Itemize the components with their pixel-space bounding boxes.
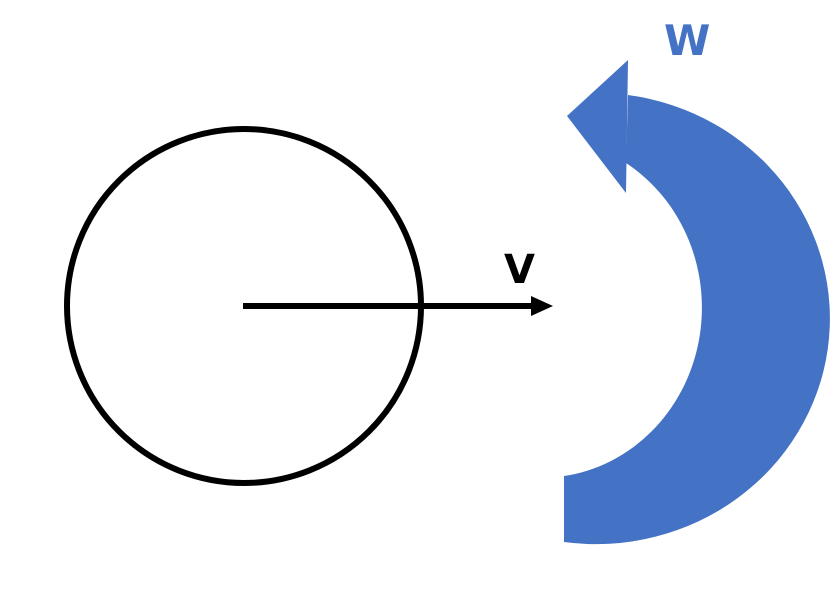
velocity-arrow-head	[531, 296, 553, 316]
velocity-label: V	[504, 247, 535, 293]
angular-velocity-label: W	[664, 16, 711, 65]
rotation-arrow-body	[564, 95, 830, 545]
rotation-arrow-head	[567, 60, 628, 193]
